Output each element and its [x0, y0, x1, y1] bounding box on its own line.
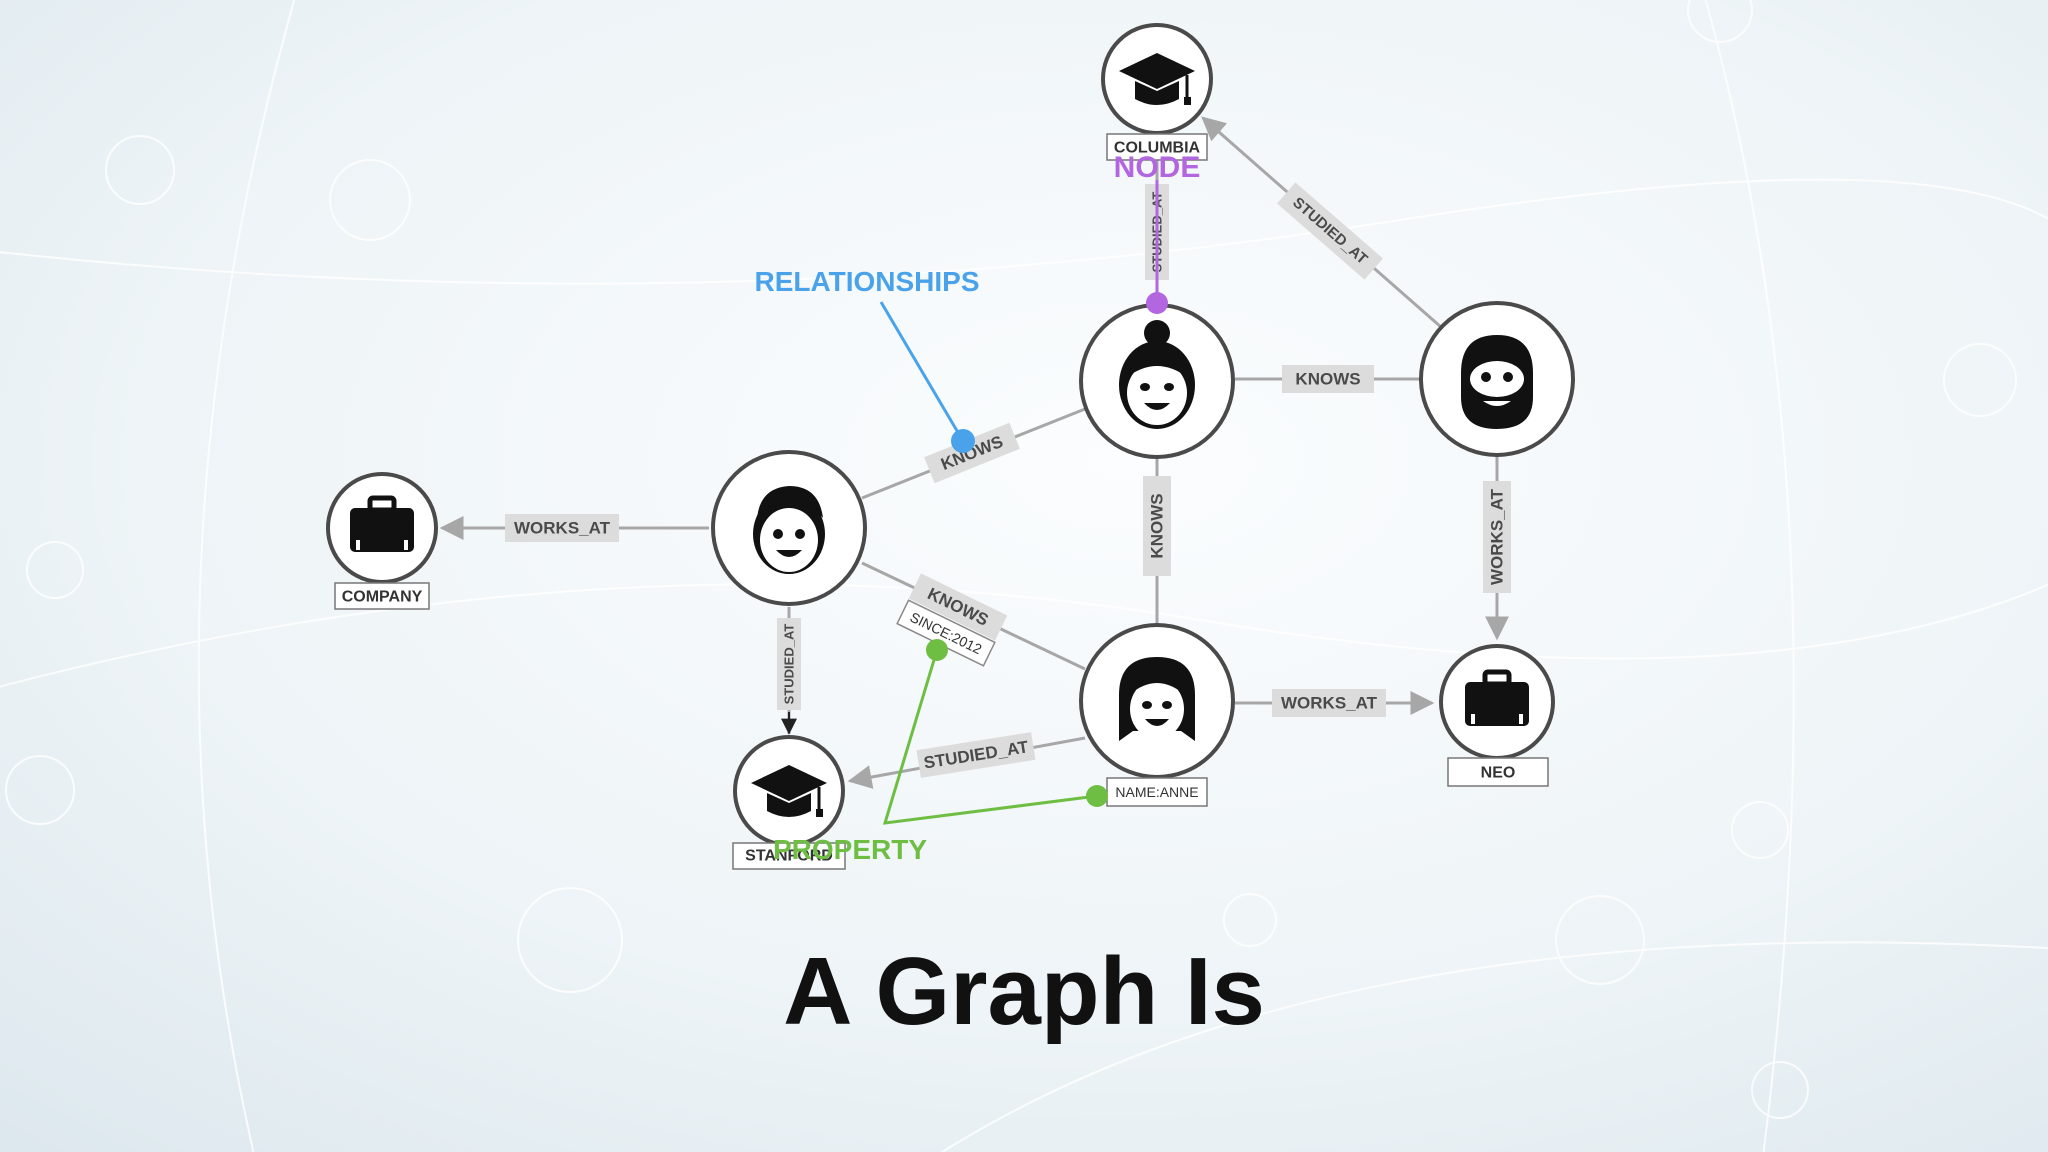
svg-text:STUDIED_AT: STUDIED_AT — [782, 624, 797, 705]
svg-text:COMPANY: COMPANY — [342, 589, 423, 606]
edge-label-bun-anne: KNOWS — [1143, 476, 1171, 576]
node-caption-neo: NEO — [1447, 757, 1549, 787]
svg-text:WORKS_AT: WORKS_AT — [1488, 488, 1507, 585]
callout-property: PROPERTY — [773, 639, 1108, 865]
bearded-man-face-icon — [1461, 335, 1533, 429]
edge-label-man-stanford: STUDIED_AT — [777, 618, 801, 710]
page-title: A Graph Is — [783, 938, 1265, 1045]
node-man — [711, 450, 867, 606]
node-anne — [1079, 623, 1235, 779]
node-caption-stanford: STANFORD — [732, 842, 846, 870]
node-columbia — [1101, 23, 1213, 135]
svg-text:KNOWS: KNOWS — [1148, 493, 1167, 558]
briefcase-icon — [1465, 669, 1529, 726]
callout-relationships: RELATIONSHIPS — [754, 266, 980, 453]
node-woman-bun — [1079, 303, 1235, 459]
edge-label-man-company: WORKS_AT — [505, 514, 619, 542]
svg-text:KNOWS: KNOWS — [1295, 370, 1360, 389]
briefcase-icon — [350, 495, 414, 552]
man-face-icon — [753, 486, 825, 574]
node-company — [326, 472, 438, 584]
svg-text:NAME:ANNE: NAME:ANNE — [1115, 784, 1198, 800]
svg-text:RELATIONSHIPS: RELATIONSHIPS — [754, 266, 979, 297]
svg-text:WORKS_AT: WORKS_AT — [514, 519, 611, 538]
edge-label-bun-bearded: KNOWS — [1282, 365, 1374, 393]
node-neo — [1439, 644, 1555, 760]
graduation-cap-icon — [1119, 53, 1195, 105]
graduation-cap-icon — [751, 765, 827, 817]
node-caption-columbia: COLUMBIA — [1106, 133, 1208, 161]
callout-node: NODE — [1114, 151, 1201, 314]
node-caption-company: COMPANY — [334, 582, 430, 610]
svg-text:COLUMBIA: COLUMBIA — [1114, 140, 1201, 157]
node-stanford — [733, 735, 845, 847]
svg-text:WORKS_AT: WORKS_AT — [1281, 694, 1378, 713]
node-bearded-man — [1419, 301, 1575, 457]
edge-label-anne-neo: WORKS_AT — [1272, 689, 1386, 717]
svg-text:STANFORD: STANFORD — [745, 848, 833, 865]
svg-text:NEO: NEO — [1481, 765, 1516, 782]
svg-text:PROPERTY: PROPERTY — [773, 834, 927, 865]
woman-bun-face-icon — [1119, 320, 1195, 429]
node-caption-anne: NAME:ANNE — [1106, 777, 1208, 807]
edge-label-bearded-neo: WORKS_AT — [1483, 481, 1511, 593]
svg-text:NODE: NODE — [1114, 151, 1201, 184]
woman-long-hair-face-icon — [1119, 657, 1195, 741]
